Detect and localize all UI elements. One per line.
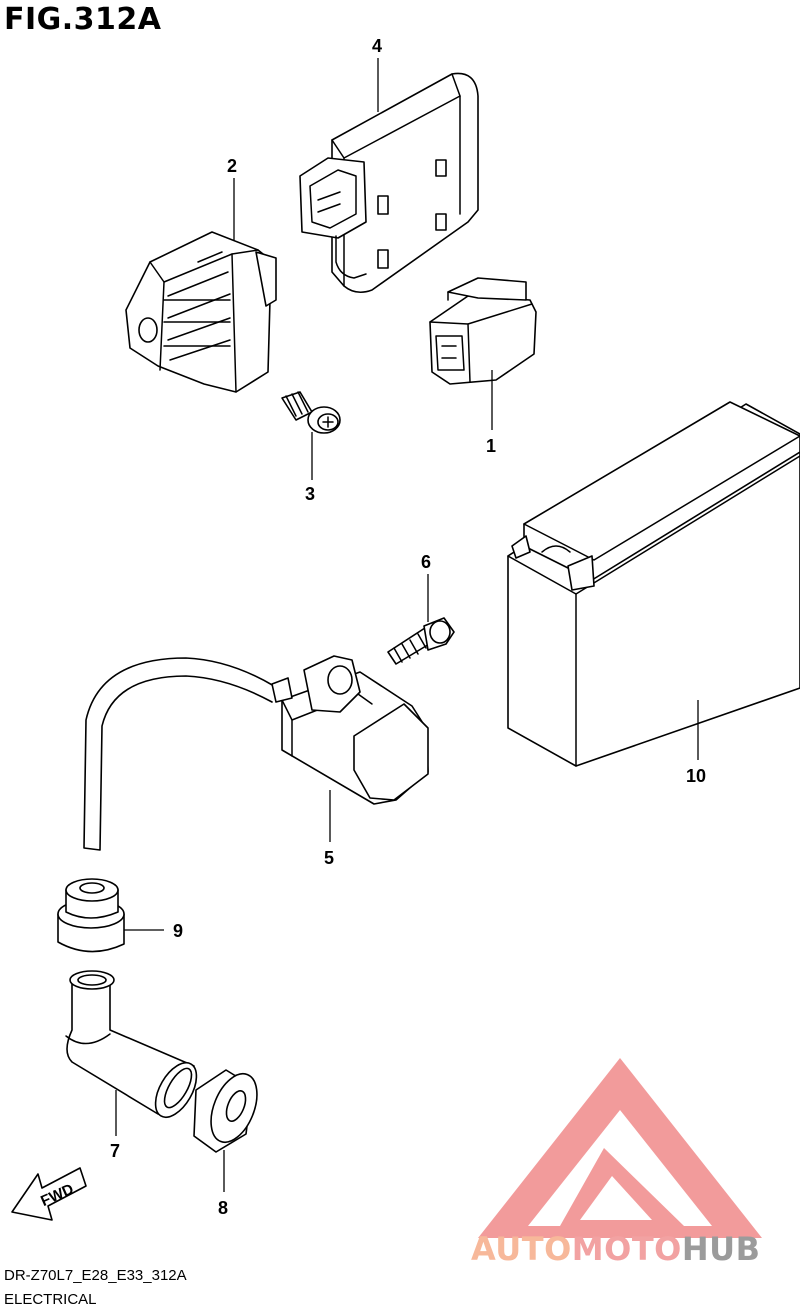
callout-6: 6 [421,552,431,572]
callout-7: 7 [110,1141,120,1161]
callout-1: 1 [486,436,496,456]
watermark-text: AUTOMOTOHUB [471,1230,761,1268]
part-6-bolt[interactable] [387,574,455,665]
callout-5: 5 [324,848,334,868]
part-10-battery[interactable] [507,401,800,767]
fwd-label: FWD [38,1181,76,1210]
part-1-connector[interactable] [429,277,537,430]
part-3-screw[interactable] [281,391,341,480]
callout-8: 8 [218,1198,228,1218]
part-4-cdi-unit[interactable] [299,58,479,294]
section-name: ELECTRICAL [4,1291,97,1308]
callout-4: 4 [372,36,382,56]
part-8-seal-ring[interactable] [193,1067,266,1192]
model-code: DR-Z70L7_E28_E33_312A [4,1267,187,1284]
callout-9: 9 [173,921,183,941]
callout-3: 3 [305,484,315,504]
watermark-logo-icon [478,1058,762,1238]
part-2-regulator-rectifier[interactable] [125,178,277,393]
watermark-moto: MOTO [571,1230,682,1268]
part-9-grommet[interactable] [57,878,164,953]
figure-title: FIG.312A [4,2,162,37]
watermark-auto: AUTO [471,1230,572,1268]
part-5-ignition-coil[interactable] [83,655,429,851]
callout-2: 2 [227,156,237,176]
part-7-plug-cap[interactable] [65,970,205,1136]
fwd-arrow-icon: FWD [11,1167,87,1221]
watermark-hub: HUB [681,1230,761,1268]
callout-10: 10 [686,766,706,786]
